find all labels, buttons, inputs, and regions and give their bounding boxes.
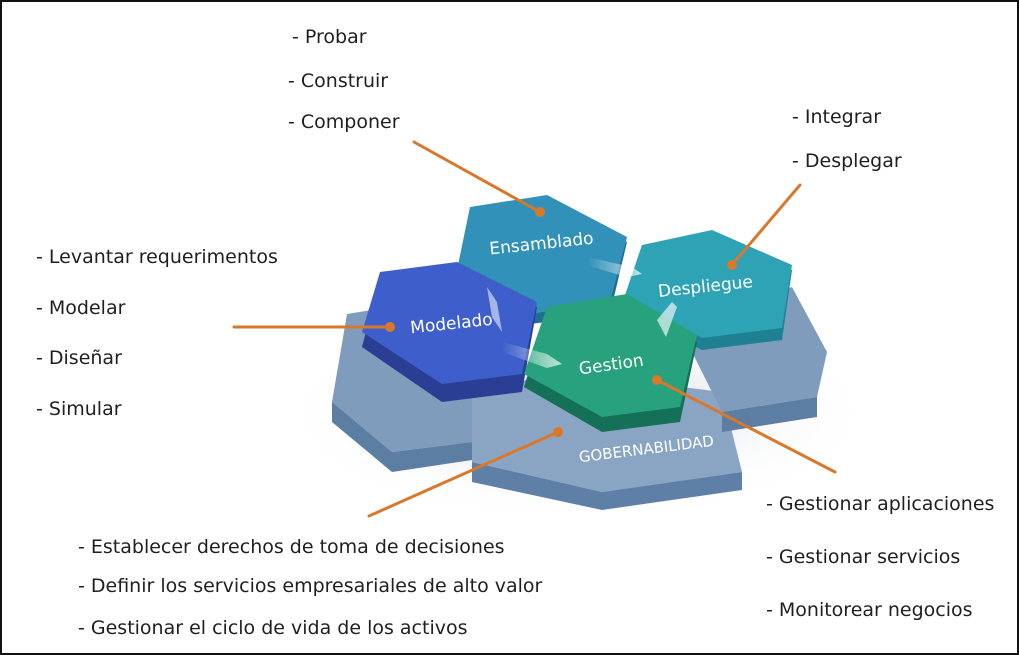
ensamblado-item: - Probar — [292, 26, 367, 48]
modelado-item: - Modelar — [36, 297, 126, 319]
modelado-item: - Simular — [36, 398, 122, 420]
ensamblado-item: - Construir — [288, 70, 389, 92]
flow-arrow-despliegue-gestion — [657, 302, 677, 337]
flow-arrow-modelado-gestion — [502, 342, 562, 368]
gestion-hexagon — [524, 294, 697, 432]
connector-lines — [232, 140, 837, 518]
gobernabilidad-item: - Gestionar el ciclo de vida de los acti… — [78, 617, 468, 639]
connector-gestion — [655, 378, 837, 474]
connector-gobernabilidad — [367, 430, 560, 518]
gobernabilidad-item: - Establecer derechos de toma de decisio… — [78, 536, 505, 558]
gestion-item: - Gestionar servicios — [766, 546, 961, 568]
gobernabilidad-item: - Definir los servicios empresariales de… — [78, 575, 543, 597]
connector-ensamblado — [412, 140, 542, 214]
modelado-item: - Levantar requerimentos — [36, 246, 278, 268]
gestion-item: - Gestionar aplicaciones — [766, 493, 995, 515]
connector-despliegue — [730, 183, 802, 267]
flow-arrow-ensamblado-modelado — [487, 287, 502, 332]
despliegue-item: - Desplegar — [792, 150, 902, 172]
gestion-item: - Monitorear negocios — [766, 599, 973, 621]
modelado-item: - Diseñar — [36, 347, 122, 369]
ensamblado-item: - Componer — [288, 111, 400, 133]
flow-arrow-ensamblado-despliegue — [587, 257, 642, 277]
despliegue-item: - Integrar — [792, 106, 882, 128]
connector-dots — [385, 207, 737, 437]
